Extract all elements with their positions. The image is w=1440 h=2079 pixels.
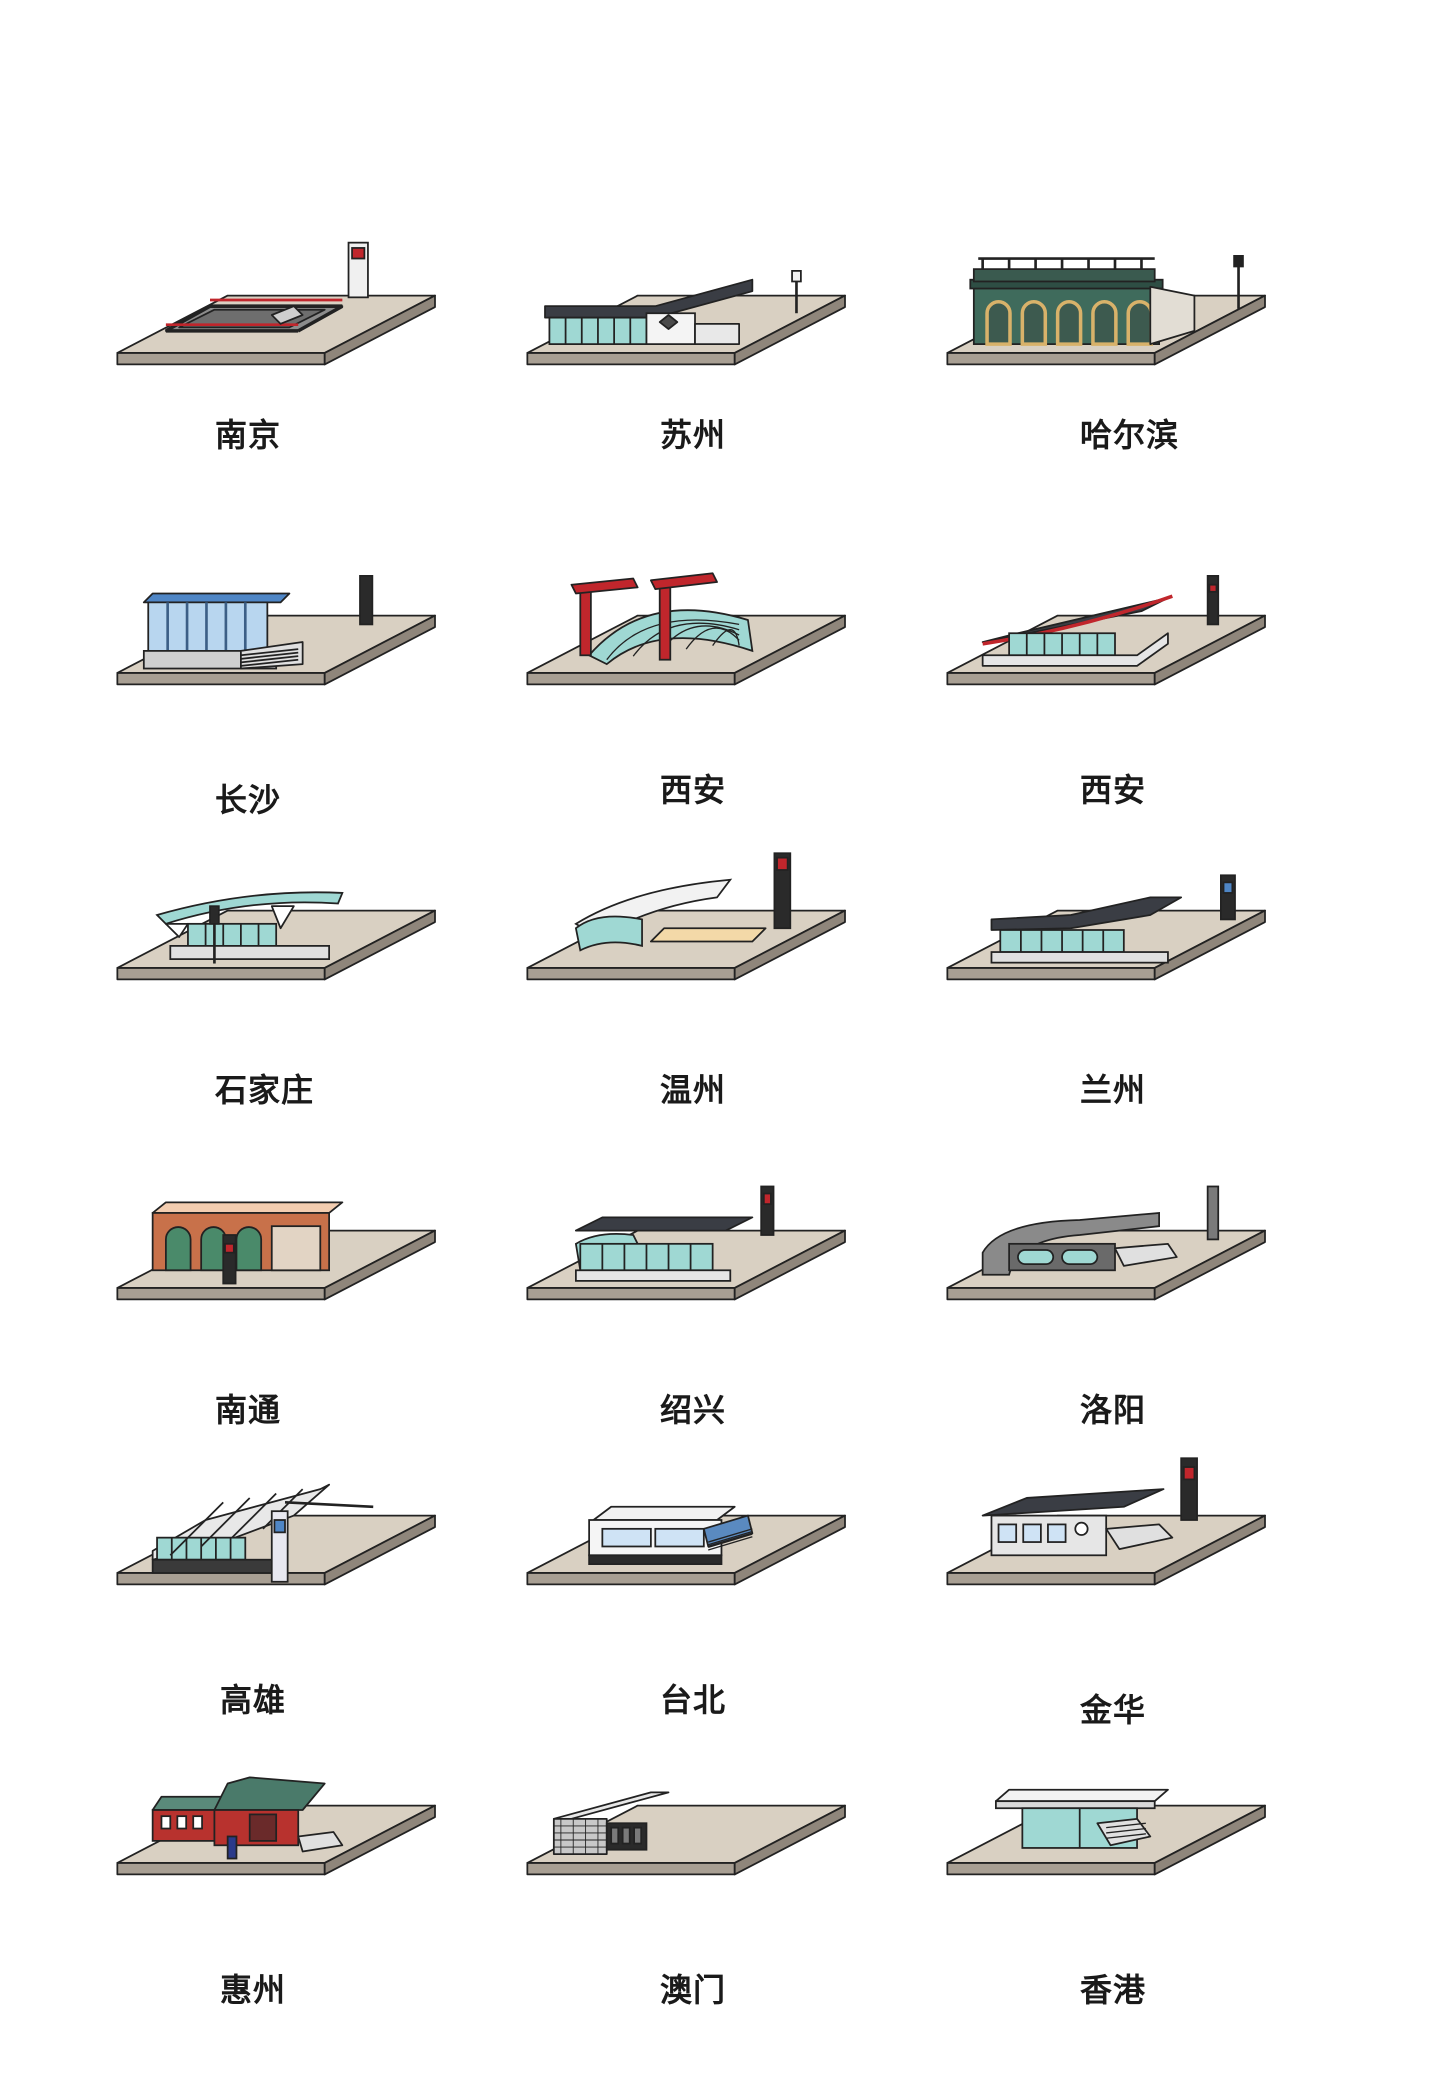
city-label: 绍兴 [660,1391,727,1429]
city-label: 长沙 [215,781,282,819]
station-card-luoyang: 洛阳 [925,1160,1305,1429]
station-illustration-jinhua [946,1457,1266,1586]
station-building-slanted-roof-wall [544,270,802,345]
city-label: 哈尔滨 [1080,416,1180,454]
city-label: 苏州 [660,416,727,454]
station-illustration-suzhou [526,270,846,366]
city-label: 南京 [215,416,282,454]
station-illustration-nanjing [116,241,436,366]
city-label: 惠州 [220,1971,287,2009]
station-card-nantong: 南通 [95,1160,475,1429]
city-label: 西安 [660,771,727,809]
station-card-taipei: 台北 [505,1445,885,1719]
station-building-dark-slanted-roof [990,874,1236,964]
station-building-white-shell-canopy [574,852,792,952]
station-card-lanzhou: 兰州 [925,840,1305,1109]
station-card-changsha: 长沙 [95,545,475,819]
station-building-red-gate-glass-vault [570,572,754,666]
station-building-dark-pitched-roof [981,1457,1198,1557]
station-illustration-nantong [116,1201,436,1301]
station-building-white-vault-escalator [588,1505,754,1565]
station-card-nanjing: 南京 [95,225,475,485]
ground-base [526,909,846,981]
station-building-grey-capsule [981,1185,1220,1276]
station-card-kaohsiung: 高雄 [95,1445,475,1719]
station-building-traditional-pavilion [151,1776,344,1860]
station-illustration-macau [526,1791,846,1876]
station-card-huizhou: 惠州 [95,1735,475,2009]
station-illustration-wenzhou [526,852,846,981]
station-building-flat-roof-glass [995,1788,1169,1849]
station-card-shijiazhuang: 石家庄 [95,840,475,1109]
station-building-green-glass-canopy [155,891,344,964]
station-illustration-harbin [946,255,1266,366]
station-illustration-lanzhou [946,874,1266,981]
city-label: 兰州 [1080,1071,1147,1109]
station-card-macau: 澳门 [505,1735,885,2009]
station-illustration-xian-2 [946,575,1266,686]
station-building-dark-roof-glass [574,1185,775,1282]
station-card-hongkong: 香港 [925,1735,1305,2009]
station-card-xian-2: 西安 [925,545,1305,809]
station-card-jinhua: 金华 [925,1445,1305,1729]
station-card-wenzhou: 温州 [505,840,885,1109]
station-illustration-hongkong [946,1788,1266,1876]
city-label: 高雄 [220,1681,287,1719]
city-label: 西安 [1080,771,1147,809]
station-building-blue-glass-box [142,575,374,670]
city-label: 香港 [1080,1971,1147,2009]
station-building-classic-arches [969,255,1244,346]
city-label: 南通 [215,1391,282,1429]
city-label: 台北 [660,1681,727,1719]
station-building-red-wing-canopy [981,575,1220,667]
city-label: 温州 [660,1071,727,1109]
city-label: 澳门 [660,1971,727,2009]
station-illustration-luoyang [946,1185,1266,1301]
station-building-glass-sail [151,1483,374,1583]
city-label: 石家庄 [215,1071,315,1109]
city-label: 洛阳 [1080,1391,1147,1429]
station-building-sunken-plaza [165,241,369,333]
station-illustration-huizhou [116,1776,436,1876]
station-building-grey-box-canopy [552,1791,670,1855]
station-card-suzhou: 苏州 [505,225,885,485]
station-illustration-xian-1 [526,572,846,686]
station-card-shaoxing: 绍兴 [505,1160,885,1429]
city-label: 金华 [1080,1691,1147,1729]
station-illustration-shaoxing [526,1185,846,1301]
station-building-orange-brick-hall [151,1201,344,1285]
station-illustration-kaohsiung [116,1483,436,1586]
station-card-xian-1: 西安 [505,545,885,809]
station-illustration-changsha [116,575,436,686]
station-card-harbin: 哈尔滨 [925,225,1305,485]
station-illustration-shijiazhuang [116,891,436,981]
station-illustration-taipei [526,1505,846,1586]
